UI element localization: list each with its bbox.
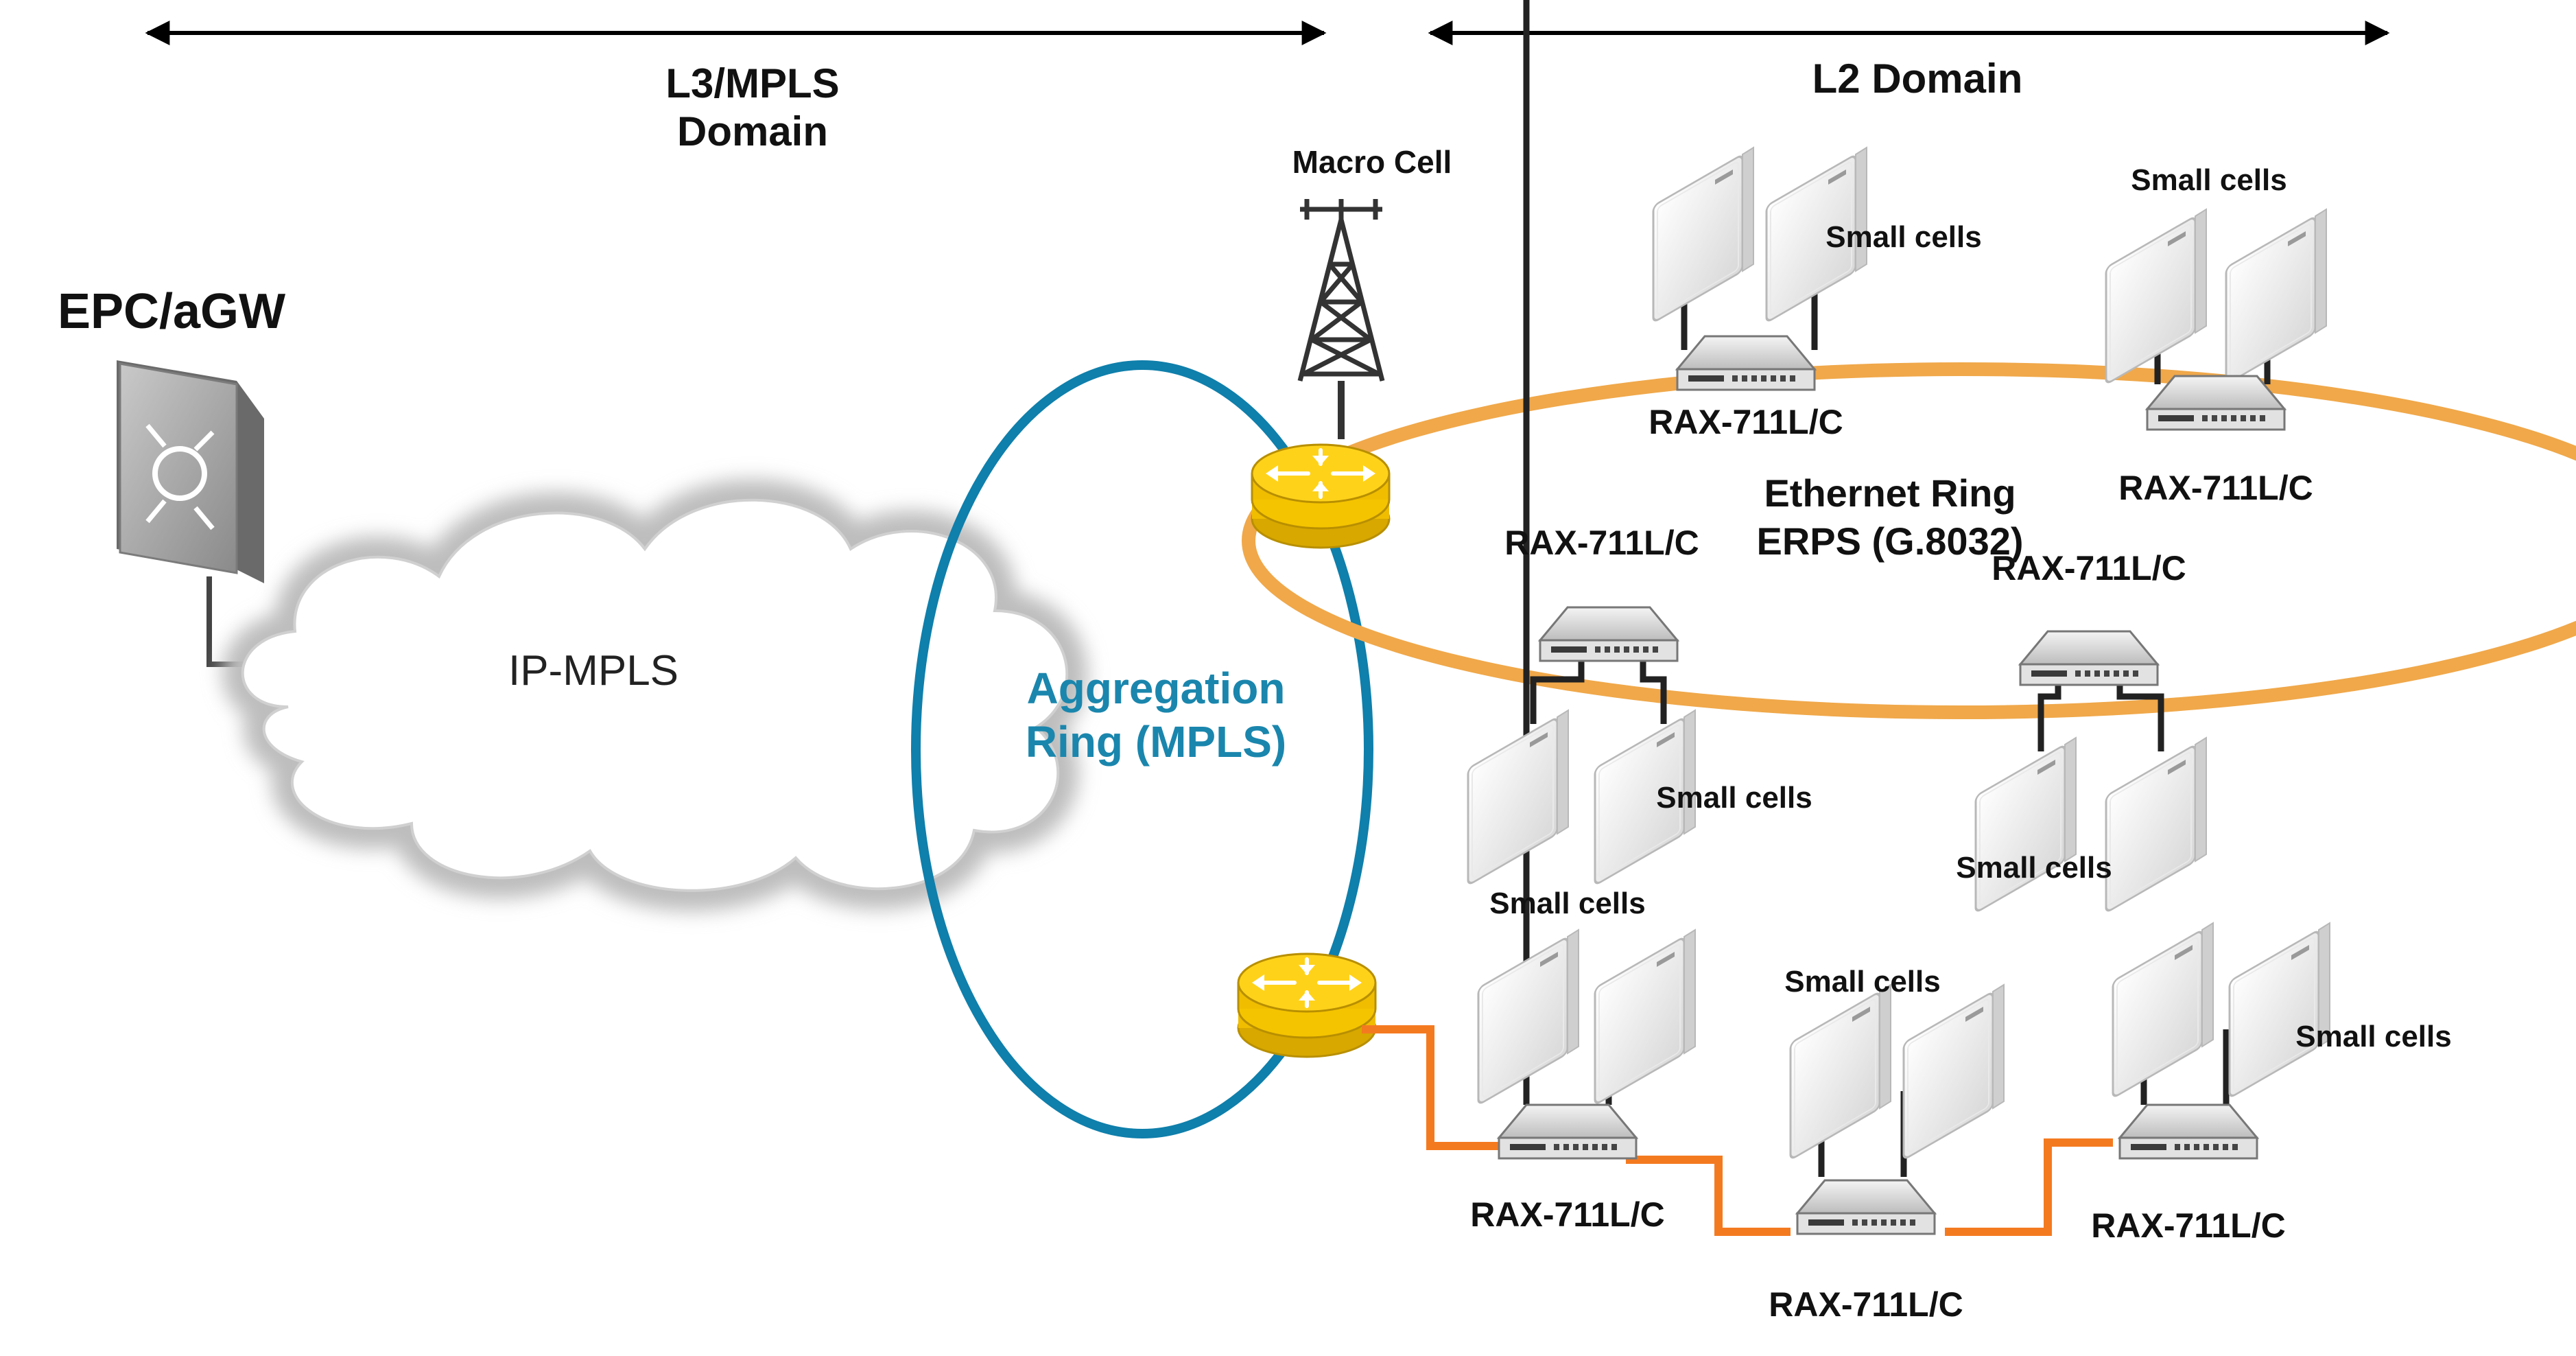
small-cells-label: Small cells: [1956, 851, 2112, 885]
rax-unit-icon: [1796, 1179, 1936, 1235]
rax-label: RAX-711L/C: [1769, 1285, 1963, 1324]
rax-unit-icon: [1676, 335, 1816, 391]
rax-label: RAX-711L/C: [2091, 1206, 2285, 1245]
small-cells-label: Small cells: [1825, 220, 1981, 254]
chain-links: [1362, 1025, 2113, 1236]
macro-cell-tower-icon: [1297, 199, 1385, 439]
rax-label: RAX-711L/C: [2118, 469, 2313, 507]
rax-unit-icon: [2118, 1103, 2258, 1160]
small-cells-label: Small cells: [1784, 965, 1940, 998]
small-cells-label: Small cells: [1656, 781, 1812, 815]
l2-domain-label: L2 Domain: [1812, 56, 2023, 102]
aggregation-ring-label-2: Ring (MPLS): [1026, 717, 1286, 767]
small-cell-icon: [1974, 736, 2077, 914]
rax-label: RAX-711L/C: [1504, 524, 1699, 562]
epc-gateway-icon: [117, 360, 264, 667]
small-cell-icon: [1467, 709, 1570, 887]
small-cell-icon: [2228, 922, 2331, 1099]
small-cell-icon: [2112, 922, 2214, 1099]
rax-unit-icon: [1498, 1103, 1638, 1160]
small-cell-icon: [2105, 736, 2208, 914]
l3-domain-sublabel: Domain: [677, 108, 828, 154]
rax-unit-icon: [2019, 630, 2159, 686]
small-cell-icon: [1594, 928, 1697, 1106]
ip-mpls-cloud: [222, 479, 1088, 911]
macro-cell-label: Macro Cell: [1292, 144, 1452, 180]
l3-domain-label: L3/MPLS: [665, 60, 839, 106]
rax-label: RAX-711L/C: [1470, 1195, 1664, 1234]
ethernet-ring-label-1: Ethernet Ring: [1764, 471, 2016, 515]
router-top-icon: [1252, 445, 1389, 548]
small-cell-icon: [2225, 208, 2328, 386]
small-cell-icon: [1902, 983, 2005, 1161]
rax-label: RAX-711L/C: [1992, 549, 2186, 587]
rax-label: RAX-711L/C: [1649, 403, 1843, 441]
ethernet-ring: [1242, 362, 2576, 719]
ethernet-ring-label-2: ERPS (G.8032): [1756, 519, 2023, 563]
aggregation-ring-label-1: Aggregation: [1027, 664, 1286, 713]
aggregation-ring: [911, 360, 1373, 1138]
small-cells-label: Small cells: [2295, 1020, 2451, 1053]
rax-unit-icon: [1539, 606, 1679, 662]
epc-label: EPC/aGW: [58, 284, 285, 339]
small-cell-icon: [1652, 146, 1755, 324]
small-cell-icon: [1789, 983, 1892, 1161]
router-bottom-icon: [1238, 954, 1375, 1057]
rax-unit-icon: [2146, 375, 2286, 431]
small-cells-label: Small cells: [1489, 887, 1645, 920]
cloud-label: IP-MPLS: [508, 647, 678, 694]
small-cells-label: Small cells: [2131, 163, 2287, 197]
